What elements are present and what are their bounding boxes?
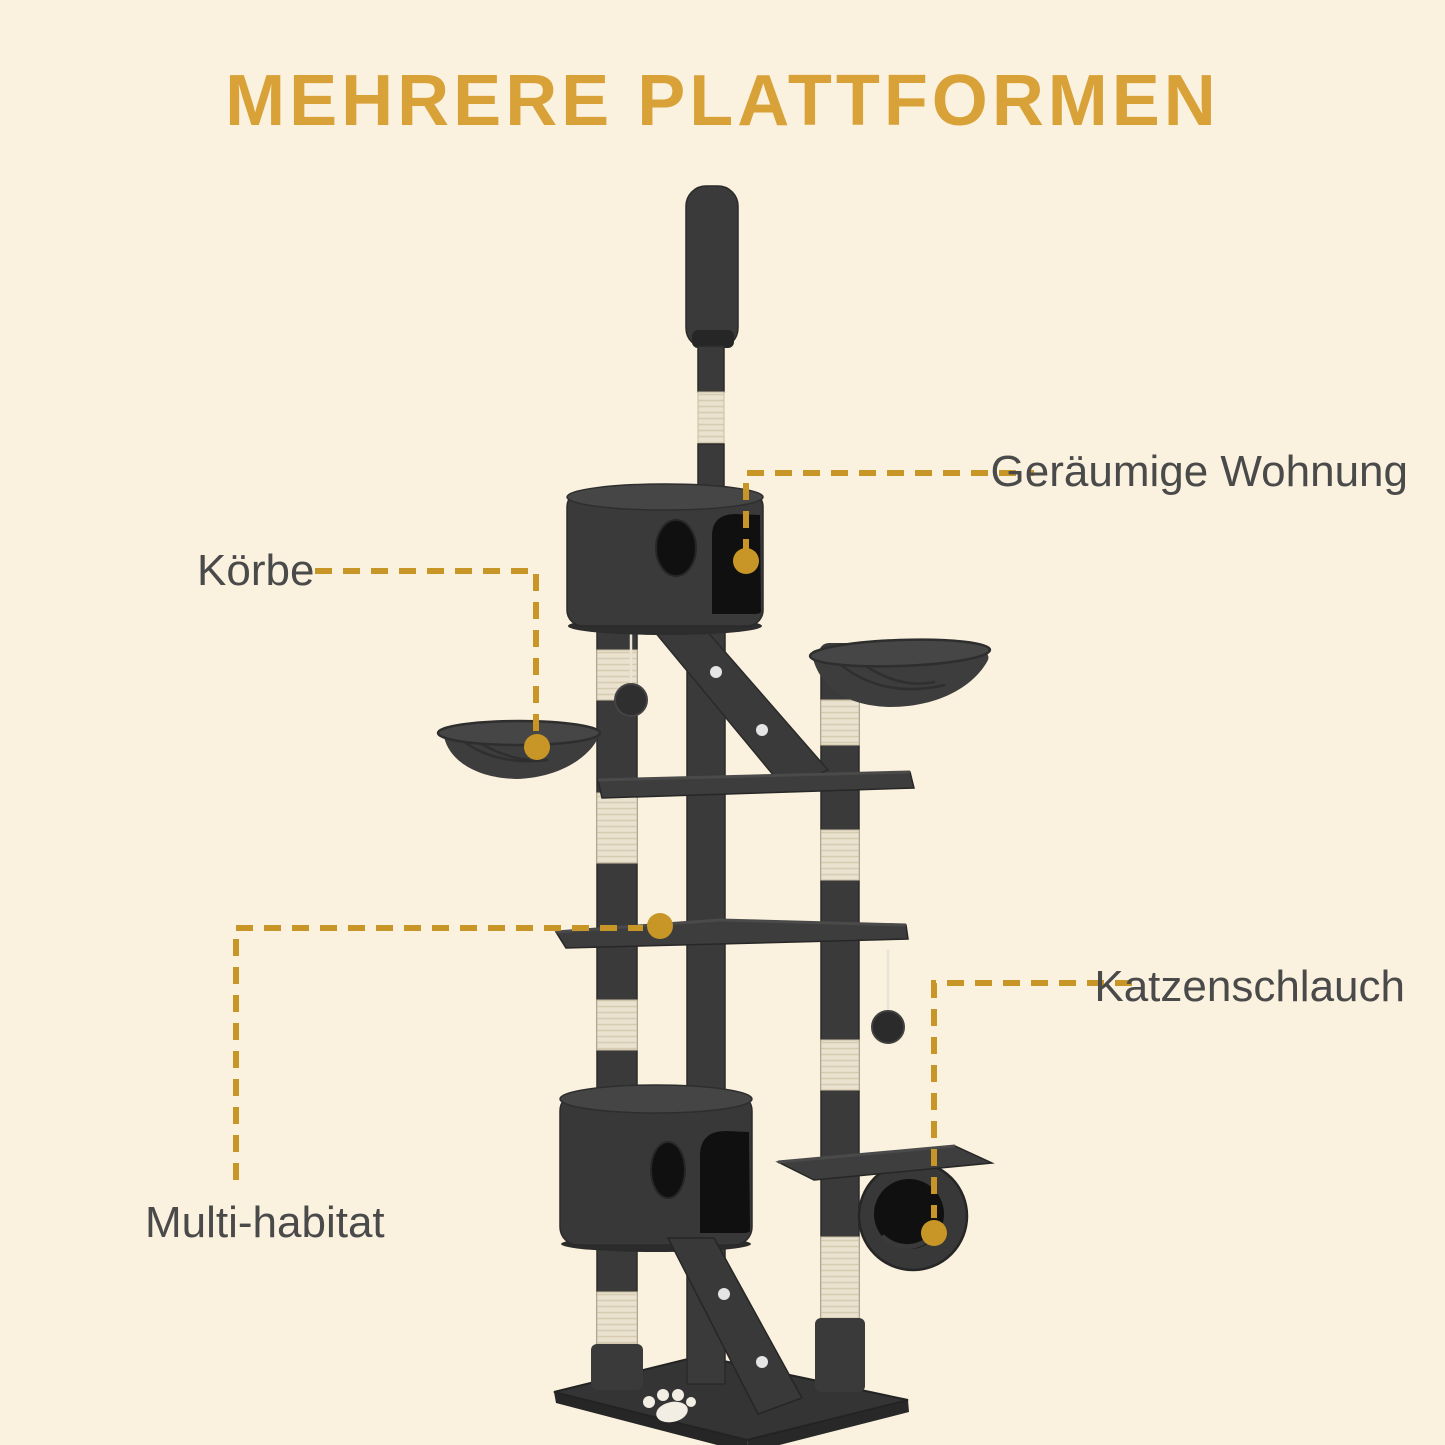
sisal-segment bbox=[820, 1236, 860, 1319]
post-foot bbox=[815, 1318, 865, 1392]
ladder-lower bbox=[666, 1237, 804, 1415]
screw-dot bbox=[756, 1356, 768, 1368]
callout-leader-koerbe bbox=[315, 568, 550, 760]
platform-lower-right bbox=[775, 1144, 995, 1181]
callout-label-katzenschlauch: Katzenschlauch bbox=[1094, 962, 1405, 1011]
condo-bottom bbox=[559, 1084, 753, 1252]
hammock-left bbox=[436, 719, 602, 779]
cat-tree bbox=[436, 185, 995, 1445]
sisal-segment bbox=[596, 1291, 638, 1345]
sisal-segment bbox=[697, 391, 725, 445]
callout-leader-geraeumige-wohnung bbox=[733, 470, 1034, 574]
leader-line bbox=[931, 980, 1132, 1218]
sisal-segment bbox=[596, 792, 638, 864]
screw-dot bbox=[710, 666, 722, 678]
sisal-segment bbox=[820, 829, 860, 881]
post-foot bbox=[591, 1344, 643, 1390]
leader-dot bbox=[733, 548, 759, 574]
screw-dot bbox=[718, 1288, 730, 1300]
hammock-right bbox=[808, 638, 992, 707]
ceiling-pole-top bbox=[685, 185, 739, 495]
leader-dot bbox=[921, 1220, 947, 1246]
base-right-edge bbox=[747, 1400, 909, 1445]
paw-print-icon bbox=[643, 1389, 696, 1423]
condo-roof bbox=[559, 1084, 753, 1114]
page-title: MEHRERE PLATTFORMEN bbox=[225, 61, 1220, 141]
hammock-rim bbox=[436, 719, 602, 747]
cat-tunnel bbox=[857, 1160, 969, 1272]
leader-line bbox=[315, 568, 539, 733]
callout-leader-katzenschlauch bbox=[921, 980, 1132, 1246]
plush-sleeve bbox=[685, 185, 739, 349]
sisal-segment bbox=[820, 1039, 860, 1091]
condo-door bbox=[700, 1131, 750, 1233]
ladder-upper bbox=[638, 613, 830, 789]
screw-dot bbox=[756, 724, 768, 736]
platform-upper bbox=[597, 770, 915, 799]
callout-label-geraeumige-wohnung: Geräumige Wohnung bbox=[990, 447, 1408, 496]
condo-window bbox=[650, 1141, 686, 1199]
leader-dot bbox=[647, 913, 673, 939]
pompom-toy-lower bbox=[871, 950, 905, 1044]
callout-leader-multi-habitat bbox=[233, 913, 673, 1180]
sisal-segment bbox=[596, 999, 638, 1051]
condo-window bbox=[655, 519, 697, 577]
scratching-post-right bbox=[815, 643, 865, 1392]
hammock-rim bbox=[808, 638, 992, 668]
sisal-segment bbox=[820, 699, 860, 746]
leader-dot bbox=[524, 734, 550, 760]
callout-label-koerbe: Körbe bbox=[197, 546, 315, 595]
callout-label-multi-habitat: Multi-habitat bbox=[145, 1198, 385, 1247]
condo-roof bbox=[566, 483, 764, 511]
base-front-edge bbox=[554, 1392, 748, 1445]
scratching-post-left bbox=[591, 611, 643, 1390]
leader-line bbox=[233, 925, 643, 1180]
